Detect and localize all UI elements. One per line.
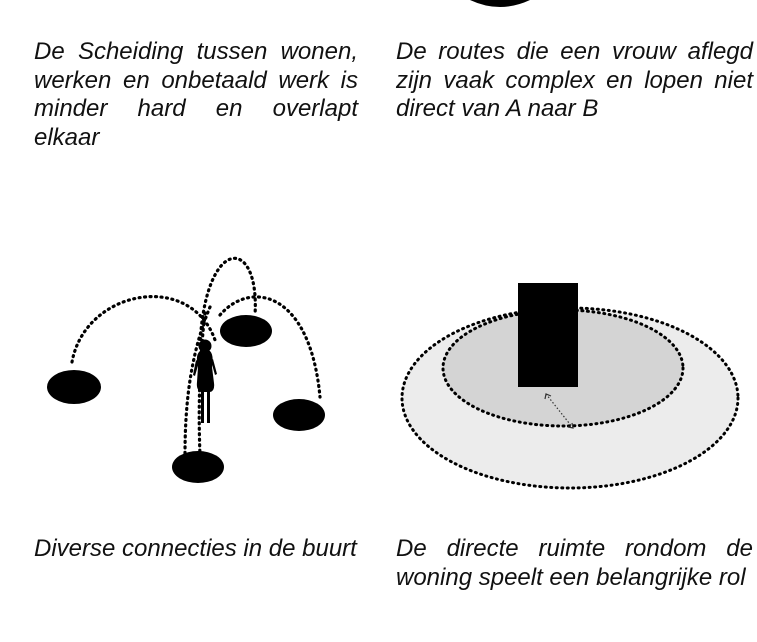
connections-illustration bbox=[47, 256, 325, 483]
route-tall-arc bbox=[198, 256, 257, 347]
destination-left bbox=[47, 370, 101, 404]
destination-upper bbox=[220, 315, 272, 347]
distance-arrow bbox=[544, 393, 574, 429]
destination-bottom bbox=[172, 451, 224, 483]
woman-silhouette-icon bbox=[193, 339, 217, 423]
route-left-arc bbox=[70, 295, 217, 364]
caption-direct-space: De directe ruimte rondom de woning speel… bbox=[396, 535, 753, 591]
destination-right bbox=[273, 399, 325, 431]
top-partial-shape bbox=[470, 0, 530, 7]
caption-diverse-connections: Diverse connecties in de buurt bbox=[34, 535, 357, 562]
dark-shape-icon bbox=[470, 0, 530, 7]
caption-complex-routes: De routes die een vrouw aflegd zijn vaak… bbox=[396, 38, 753, 122]
caption-overlap-work: De Scheiding tussen wonen, werken en onb… bbox=[34, 38, 358, 151]
home-block bbox=[518, 283, 578, 387]
route-right-arc bbox=[218, 295, 322, 399]
home-surroundings-illustration bbox=[400, 283, 740, 490]
